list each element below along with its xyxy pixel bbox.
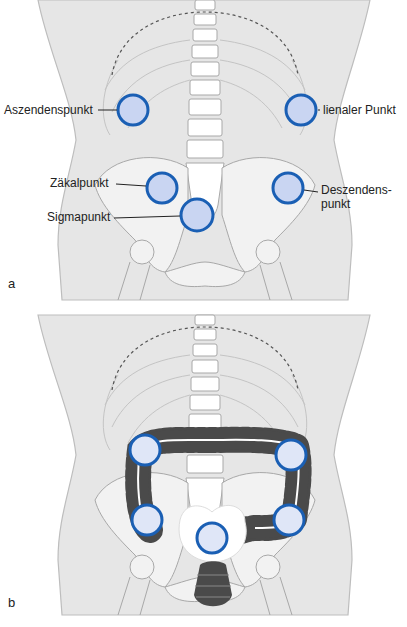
panel-letter: a	[8, 277, 15, 291]
point-label: Sigmapunkt	[47, 210, 110, 224]
point-label: Aszendenspunkt	[4, 103, 93, 117]
point-label: lienaler Punkt	[323, 103, 396, 117]
point-label: Deszendens- punkt	[321, 183, 397, 211]
point-label: Zäkalpunkt	[50, 176, 109, 190]
panel-letter: b	[8, 596, 15, 610]
